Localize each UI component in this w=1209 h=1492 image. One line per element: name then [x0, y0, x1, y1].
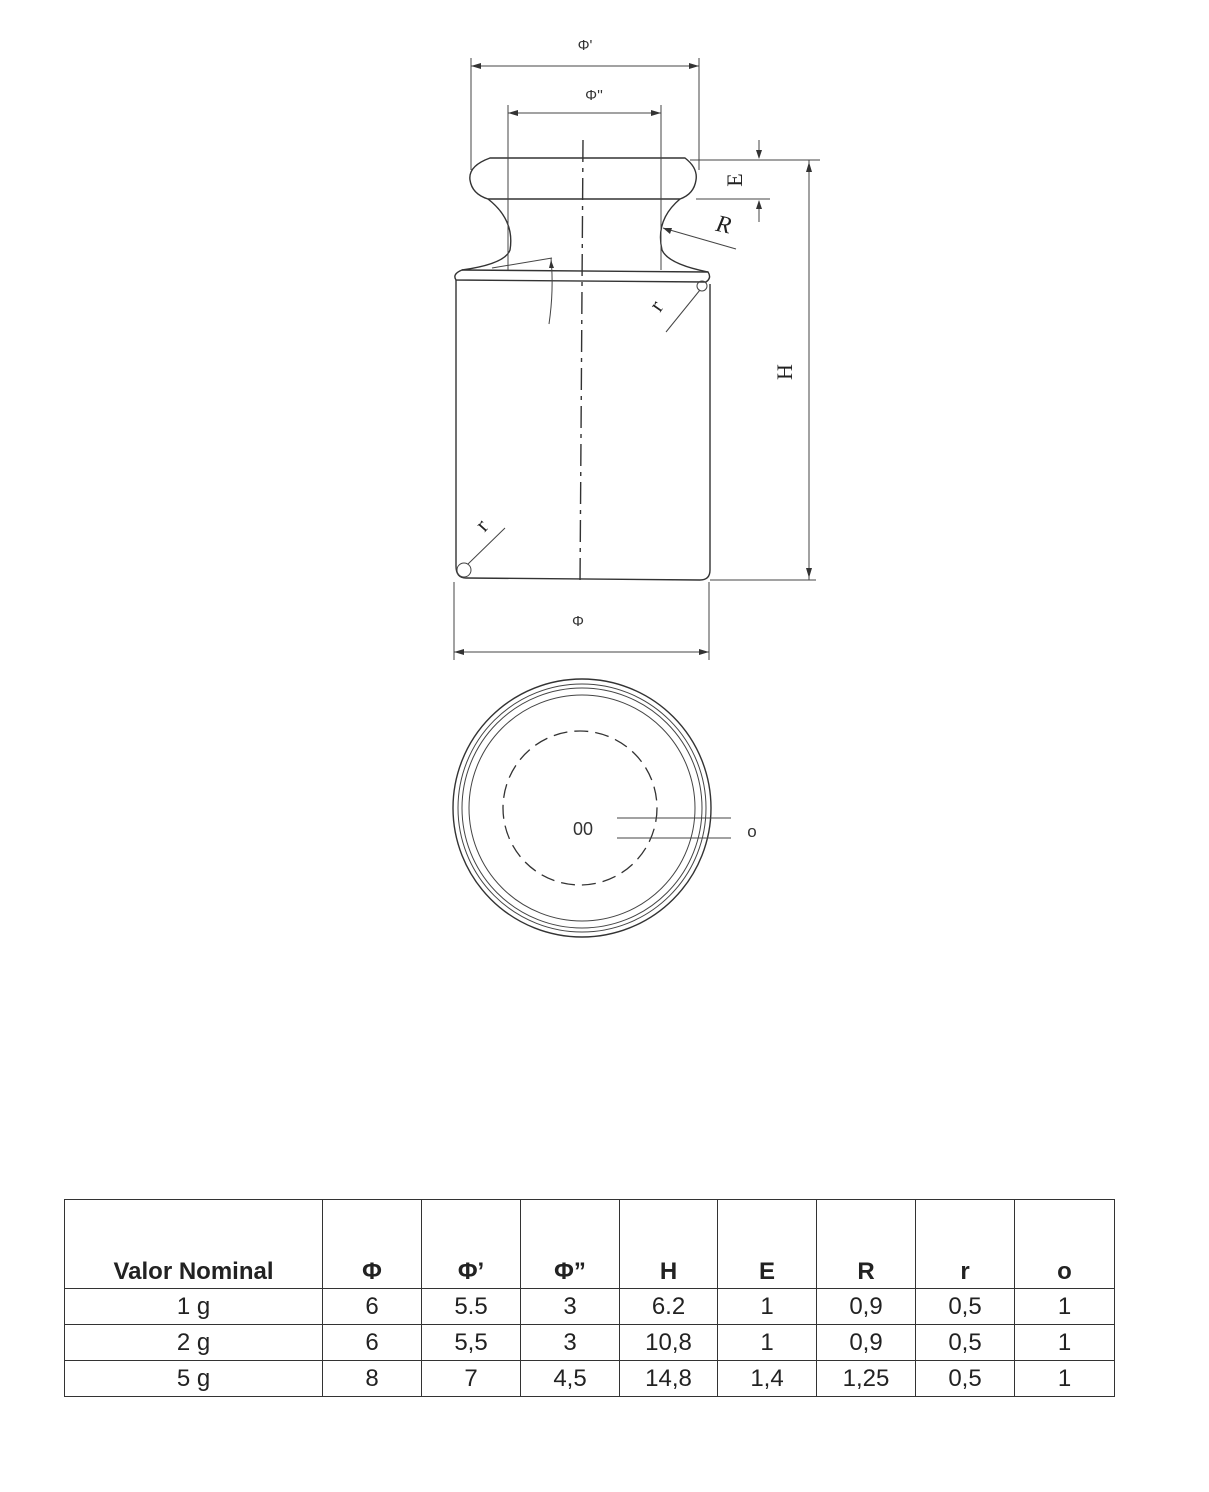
dimension-H: H — [710, 160, 816, 581]
cell-valor-nominal: 1 g — [64, 1288, 323, 1325]
cell-E: 1 — [717, 1324, 817, 1361]
top-view-dashed-circle — [502, 730, 658, 886]
cell-o: 1 — [1014, 1360, 1115, 1397]
weight-side-view — [454, 139, 711, 586]
top-view-ring-2 — [457, 683, 707, 933]
label-o: o — [747, 822, 756, 841]
cell-R: 1,25 — [816, 1360, 916, 1397]
cell-E: 1 — [717, 1288, 817, 1325]
weight-top-view: 00 o — [452, 678, 757, 938]
cell-valor-nominal: 2 g — [64, 1324, 323, 1361]
header-phi-prime: Φ’ — [421, 1199, 521, 1289]
dimensions-table: Valor Nominal Φ Φ’ Φ” H E R r o 1 g 6 5.… — [64, 1199, 1115, 1397]
neck-right-curve — [659, 198, 709, 273]
cell-phi-double-prime: 4,5 — [520, 1360, 620, 1397]
header-o: o — [1014, 1199, 1115, 1289]
cell-phi-prime: 5.5 — [421, 1288, 521, 1325]
cell-phi: 6 — [322, 1288, 422, 1325]
cell-R: 0,9 — [816, 1324, 916, 1361]
label-phi-double-prime: Φ'' — [585, 87, 603, 104]
shoulder-outline — [454, 269, 711, 283]
header-phi-double-prime: Φ” — [520, 1199, 620, 1289]
cell-valor-nominal: 5 g — [64, 1360, 323, 1397]
cell-H: 14,8 — [619, 1360, 718, 1397]
cell-H: 10,8 — [619, 1324, 718, 1361]
fillet-bottom-left — [456, 562, 472, 578]
cell-phi: 6 — [322, 1324, 422, 1361]
dimension-r-top: r — [644, 289, 701, 333]
cell-H: 6.2 — [619, 1288, 718, 1325]
dimension-phi: Φ — [453, 582, 710, 660]
table-row: 1 g 6 5.5 3 6.2 1 0,9 0,5 1 — [64, 1288, 1115, 1325]
label-H: H — [772, 364, 797, 380]
dimension-E: E — [690, 140, 820, 222]
label-E: E — [722, 173, 747, 186]
cell-R: 0,9 — [816, 1288, 916, 1325]
table-row: 5 g 8 7 4,5 14,8 1,4 1,25 0,5 1 — [64, 1360, 1115, 1397]
neck-left-curve — [461, 198, 512, 271]
label-phi: Φ — [572, 613, 584, 630]
weight-technical-drawing: Φ' Φ'' E R r H — [452, 37, 820, 938]
cell-o: 1 — [1014, 1324, 1115, 1361]
cell-r: 0,5 — [915, 1288, 1015, 1325]
fillet-top-right — [696, 280, 708, 292]
table-row: 2 g 6 5,5 3 10,8 1 0,9 0,5 1 — [64, 1324, 1115, 1361]
dimension-phi-prime: Φ' — [470, 37, 700, 170]
header-E: E — [717, 1199, 817, 1289]
header-phi: Φ — [322, 1199, 422, 1289]
dimension-phi-double-prime: Φ'' — [507, 87, 662, 270]
body-outline — [455, 280, 711, 581]
label-R: R — [713, 211, 734, 240]
header-R: R — [816, 1199, 916, 1289]
cell-phi-double-prime: 3 — [520, 1288, 620, 1325]
label-r-bottom: r — [470, 513, 494, 536]
shoulder-detail — [491, 257, 554, 325]
top-view-inner-circle — [468, 694, 696, 922]
cell-phi-prime: 7 — [421, 1360, 521, 1397]
cell-phi-double-prime: 3 — [520, 1324, 620, 1361]
cell-r: 0,5 — [915, 1324, 1015, 1361]
cell-phi-prime: 5,5 — [421, 1324, 521, 1361]
dimension-r-bottom: r — [467, 513, 506, 565]
top-view-marking: 00 — [573, 819, 593, 839]
label-phi-prime: Φ' — [578, 37, 593, 54]
center-axis-line — [579, 139, 584, 586]
cell-r: 0,5 — [915, 1360, 1015, 1397]
cell-o: 1 — [1014, 1288, 1115, 1325]
top-view-ring-3 — [461, 687, 703, 929]
top-view-outer-circle — [452, 678, 712, 938]
label-r-top: r — [644, 295, 669, 316]
table-header-row: Valor Nominal Φ Φ’ Φ” H E R r o — [64, 1199, 1115, 1289]
header-r: r — [915, 1199, 1015, 1289]
dimension-R: R — [662, 211, 737, 250]
cell-phi: 8 — [322, 1360, 422, 1397]
header-H: H — [619, 1199, 718, 1289]
header-valor-nominal: Valor Nominal — [64, 1199, 323, 1289]
cell-E: 1,4 — [717, 1360, 817, 1397]
